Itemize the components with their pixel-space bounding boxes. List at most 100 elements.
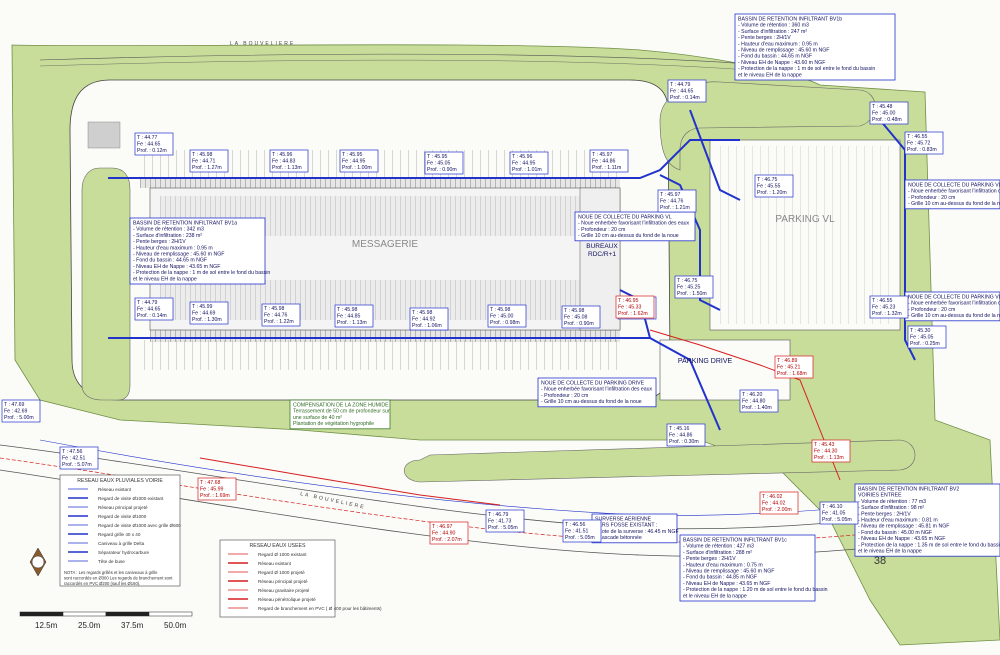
level-tag-frame xyxy=(739,389,779,413)
info-box-line: - Niveau EH de Nappe : 43.60 m NGF xyxy=(738,60,825,66)
info-box-line: NOUE DE COLLECTE DU PARKING DRIVE xyxy=(541,381,645,387)
level-tag-invert: Fe : 41.51 xyxy=(565,529,588,535)
level-tag-frame xyxy=(269,149,309,173)
scale-bar-segment xyxy=(19,611,64,617)
level-tag-frame xyxy=(657,189,697,213)
level-tag-terrain: T : 46.02 xyxy=(762,494,782,500)
scale-label: 12.5m xyxy=(35,621,58,630)
level-tag-terrain: T : 45.95 xyxy=(342,152,362,158)
info-box-frame xyxy=(129,217,266,285)
info-box-line: - Surface d'infiltration : 247 m² xyxy=(738,29,807,35)
level-tag-invert: Fe : 44.95 xyxy=(512,161,535,167)
level-tag-depth: Prof. : 1.30m xyxy=(192,317,222,323)
level-tag-frame xyxy=(562,519,602,543)
level-tag-invert: Fe : 45.25 xyxy=(677,285,700,291)
level-tag-depth: Prof. : 1.22m xyxy=(264,319,294,325)
info-box-line: - Pente berges : 2H/1V xyxy=(858,511,911,517)
parking-vl-stalls xyxy=(716,146,894,324)
level-tag-terrain: T : 46.97 xyxy=(432,524,452,530)
level-tag-terrain: T : 46.20 xyxy=(742,392,762,398)
level-tag-frame xyxy=(774,355,814,379)
dock-strip-north xyxy=(140,178,620,188)
level-tag-invert: Fe : 44.65 xyxy=(137,142,160,148)
info-box-line: - Volume de rétention : 427 m3 xyxy=(683,544,754,550)
level-tag-depth: Prof. : 1.06m xyxy=(412,323,442,329)
level-tag-terrain: T : 46.55 xyxy=(872,298,892,304)
level-tag-invert: Fe : 45.08 xyxy=(564,315,587,321)
label-bureaux-level: RDC/R+1 xyxy=(588,251,616,258)
legend-item: Réseau existant xyxy=(258,561,292,566)
info-box-line: - Pente berges : 2H/1V xyxy=(738,35,791,41)
scale-label: 50.0m xyxy=(164,621,187,630)
level-tag-invert: Fe : 45.55 xyxy=(757,184,780,190)
level-tag-depth: Prof. : 0.30m xyxy=(669,439,699,445)
level-tag-terrain: T : 45.48 xyxy=(872,104,892,110)
level-tag-frame xyxy=(869,295,909,319)
info-box-line: - Noue enherbée favorisant l'infiltratio… xyxy=(541,387,653,393)
level-tag-frame xyxy=(189,149,229,173)
info-box-line: une surface de 40 m² xyxy=(293,415,342,421)
info-box-line: - Niveau de remplissage : 45.60 m NGF xyxy=(133,252,224,258)
level-tag-terrain: T : 47.68 xyxy=(200,480,220,486)
legend-title: RESEAU EAUX USEES xyxy=(250,543,306,549)
legend-note: NOTA : Les regards grillés et les canive… xyxy=(64,570,158,575)
info-box-line: - Grille 10 cm au-dessus du fond de la n… xyxy=(908,313,1000,319)
info-box-line: - Fond du bassin : 44.65 m NGF xyxy=(133,258,207,264)
level-tag-terrain: T : 45.96 xyxy=(512,154,532,160)
level-tag-depth: Prof. : 1.32m xyxy=(872,311,902,317)
level-tag-frame xyxy=(615,295,655,319)
info-box-line: - Noue enherbée favorisant l'infiltratio… xyxy=(908,189,1000,195)
info-box-line: - Noue enherbée favorisant l'infiltratio… xyxy=(908,301,1000,307)
info-box-line: - Protection de la nappe : 1 m de sol en… xyxy=(738,66,875,72)
level-tag-invert: Fe : 45.21 xyxy=(777,365,800,371)
scale-bar-segment xyxy=(105,611,150,617)
level-tag-terrain: T : 44.79 xyxy=(137,300,157,306)
legend-item: Réseau existant xyxy=(98,487,132,492)
info-box-line: - Noue enherbée favorisant l'infiltratio… xyxy=(578,221,690,227)
level-tag-invert: Fe : 44.95 xyxy=(342,159,365,165)
level-tag-depth: Prof. : 1.68m xyxy=(777,371,807,377)
machine-house xyxy=(87,121,121,149)
info-box-line: - Niveau EH de Nappe : 43.65 m NGF xyxy=(858,536,945,542)
level-tag-terrain: T : 46.79 xyxy=(488,512,508,518)
level-tag-frame xyxy=(666,423,706,447)
level-tag-depth: Prof. : 5.05m xyxy=(565,535,595,541)
level-tag-terrain: T : 44.77 xyxy=(137,135,157,141)
info-box-bv1b: BASSIN DE RETENTION INFILTRANT BV1b- Vol… xyxy=(734,13,896,81)
info-box-line: - Fond du bassin : 44.85 m NGF xyxy=(683,575,757,581)
label-road-north: LA BOUVELIERE xyxy=(230,41,295,47)
level-tag-depth: Prof. : 5.05m xyxy=(488,525,518,531)
level-tag-depth: Prof. : 0.12m xyxy=(137,148,167,154)
info-box-line: et le niveau EH de la nappe xyxy=(738,72,802,78)
north-arrow xyxy=(29,547,47,577)
level-tag-invert: Fe : 44.65 xyxy=(670,89,693,95)
level-tag-terrain: T : 45.98 xyxy=(192,152,212,158)
level-tag-depth: Prof. : 0.98m xyxy=(490,320,520,326)
info-box-line: NOUE DE COLLECTE DU PARKING VL xyxy=(908,183,1000,189)
legend-item: Regard de branchement en PVC ( Ø 400 pou… xyxy=(258,606,382,611)
level-tag-frame xyxy=(339,149,379,173)
info-box-line: - Grille 10 cm au-dessus du fond de la n… xyxy=(541,399,642,405)
info-box-line: NOUE DE COLLECTE DU PARKING VL xyxy=(908,295,1000,301)
level-tag-frame xyxy=(819,501,859,525)
level-tag-frame xyxy=(1,399,41,423)
level-tag-frame xyxy=(409,307,449,331)
legend-item: Réseau gravitaire projeté xyxy=(258,588,310,593)
level-tag-terrain: T : 46.95 xyxy=(618,298,638,304)
info-box-line: - Niveau EH de Nappe : 43.65 m NGF xyxy=(133,264,220,270)
level-tag-terrain: T : 45.30 xyxy=(910,328,930,334)
info-box-line: - Profondeur : 20 cm xyxy=(908,195,955,201)
